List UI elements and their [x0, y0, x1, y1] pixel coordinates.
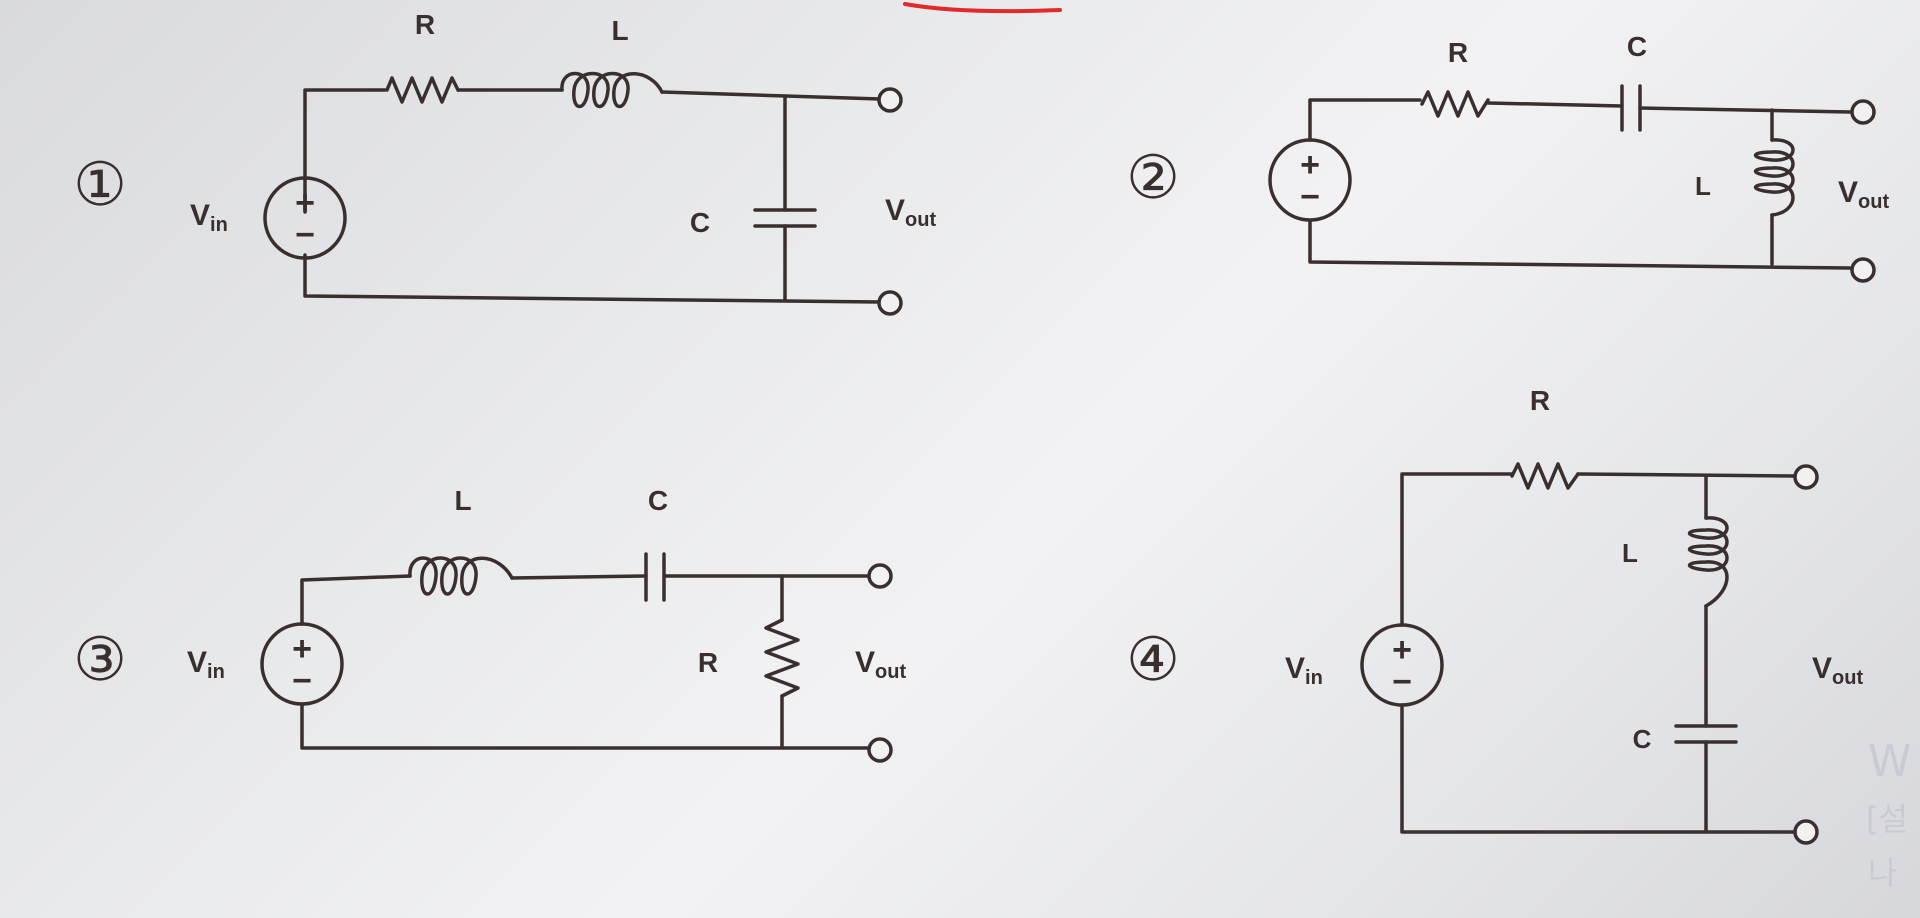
- circuit-1-terminal-top: [877, 87, 903, 113]
- circuit-1-C-label: C: [690, 207, 710, 238]
- circuit-2-inductor: [1753, 138, 1795, 217]
- circuit-4-C-label: C: [1633, 724, 1652, 754]
- circuit-3-R-label: R: [698, 647, 718, 678]
- circuit-4-number: ④: [1126, 625, 1180, 695]
- circuit-2-vout-label: Vout: [1838, 176, 1889, 213]
- circuit-4-plus-sign: +: [1392, 631, 1412, 669]
- circuit-3-terminal-bottom: [867, 737, 893, 763]
- circuit-1-minus-sign: −: [295, 216, 315, 254]
- circuit-3-resistor: [764, 618, 800, 698]
- circuit-4: ④ + − Vin Vout R L C: [1126, 385, 1863, 845]
- circuit-3-plus-sign: +: [292, 630, 312, 668]
- circuit-2-wire: [1486, 101, 1624, 108]
- edge-fragment-3: 나: [1868, 854, 1897, 892]
- edge-fragment-1: W: [1868, 736, 1912, 787]
- circuit-2-voltage-source: [1268, 138, 1352, 222]
- circuit-1-wire-left: [303, 88, 387, 214]
- circuit-3: ③ + − Vin Vout L C R: [73, 485, 906, 763]
- circuit-4-R-label: R: [1530, 385, 1550, 416]
- circuit-3-minus-sign: −: [292, 662, 312, 700]
- circuit-4-minus-sign: −: [1392, 663, 1412, 701]
- circuit-4-inductor: [1687, 516, 1729, 608]
- circuit-2-L-label: L: [1695, 171, 1711, 201]
- circuit-3-vout-label: Vout: [855, 646, 906, 683]
- circuit-2-wire-left: [1308, 98, 1422, 142]
- circuit-1-L-label: L: [611, 15, 628, 46]
- circuit-1-vout-label: Vout: [885, 194, 936, 231]
- circuit-4-wire-left: [1400, 472, 1514, 627]
- circuit-4-terminal-bottom: [1793, 819, 1819, 845]
- circuit-2-wire-top-right: [1638, 106, 1852, 114]
- circuit-4-wire-top-right: [1576, 472, 1797, 478]
- circuit-3-voltage-source: [260, 622, 344, 706]
- circuit-3-inductor: [408, 556, 514, 596]
- circuit-1-resistor: [385, 76, 460, 104]
- circuit-4-resistor: [1510, 462, 1580, 490]
- circuit-3-wire-left: [300, 574, 412, 626]
- circuit-1-terminal-bottom: [877, 290, 903, 316]
- circuit-3-wire: [510, 574, 648, 580]
- circuit-3-wire-bottom: [300, 702, 872, 750]
- circuit-2-terminal-top: [1850, 99, 1876, 125]
- circuit-1-number: ①: [73, 150, 127, 220]
- circuit-2-C-label: C: [1627, 31, 1647, 62]
- circuit-2-plus-sign: +: [1300, 146, 1320, 184]
- circuit-4-wire-bottom: [1400, 703, 1797, 834]
- circuit-1-inductor: [560, 71, 664, 109]
- red-pen-mark: [903, 2, 1062, 14]
- circuit-1-plus-sign: +: [295, 184, 315, 222]
- circuit-3-vin-label: Vin: [187, 646, 225, 683]
- circuit-1-voltage-source: [263, 176, 347, 260]
- edge-fragment-2: [설: [1866, 800, 1908, 838]
- circuit-2-terminal-bottom: [1850, 257, 1876, 283]
- circuit-1: ① + − Vin Vout R L C: [73, 9, 936, 316]
- circuit-4-vout-label: Vout: [1812, 652, 1863, 689]
- circuit-3-L-label: L: [454, 485, 471, 516]
- circuit-4-voltage-source: [1360, 623, 1444, 707]
- circuit-2-resistor: [1420, 90, 1490, 118]
- circuit-4-L-label: L: [1622, 538, 1638, 568]
- circuit-2-wire-bottom: [1308, 220, 1852, 270]
- circuit-2-number: ②: [1126, 143, 1180, 213]
- circuit-1-R-label: R: [415, 9, 435, 40]
- circuit-2: ② + − Vout R C L: [1126, 31, 1889, 283]
- circuit-3-number: ③: [73, 625, 127, 695]
- circuit-3-terminal-top: [867, 563, 893, 589]
- circuit-1-vin-label: Vin: [190, 199, 228, 236]
- circuit-2-R-label: R: [1448, 37, 1468, 68]
- circuit-4-vin-label: Vin: [1285, 652, 1323, 689]
- circuit-2-minus-sign: −: [1300, 178, 1320, 216]
- circuit-3-C-label: C: [648, 485, 668, 516]
- circuit-1-wire-top-right: [660, 90, 882, 101]
- circuit-4-terminal-top: [1793, 464, 1819, 490]
- circuit-1-wire-bottom: [303, 253, 882, 304]
